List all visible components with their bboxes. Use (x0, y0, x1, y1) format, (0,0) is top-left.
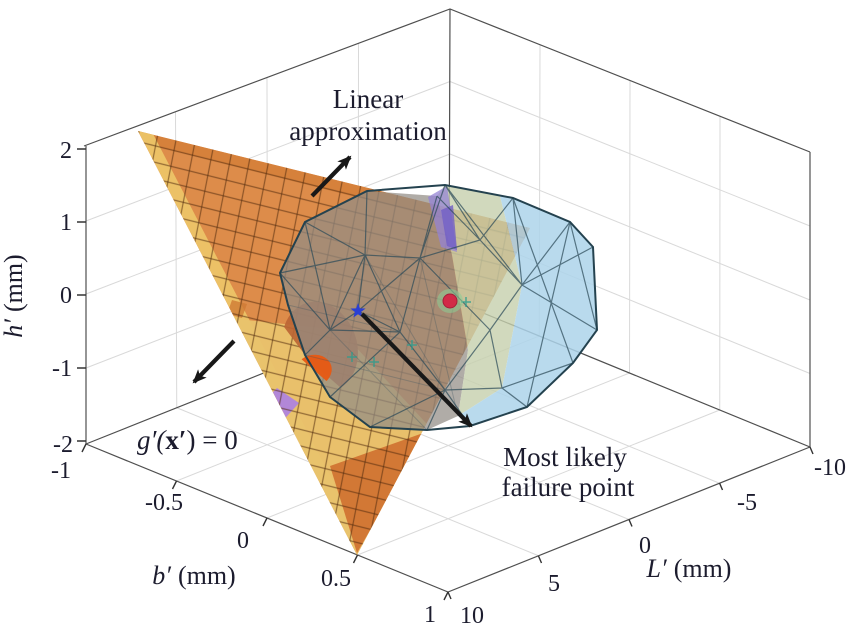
l-axis-label: L′(mm) (646, 554, 732, 583)
linear-approximation-label-line1: Linear (333, 84, 403, 114)
tick-b-05: 0.5 (321, 566, 351, 592)
tick-l-m5: -5 (737, 490, 757, 516)
linear-approximation-label-line2: approximation (289, 116, 447, 146)
axis-box (77, 8, 814, 601)
failure-point-label-line2: failure point (502, 472, 635, 502)
sample-plus-marks (347, 297, 471, 367)
hull-green-face (437, 185, 522, 416)
tick-h-m1: -1 (52, 356, 72, 382)
tick-h-1: 1 (60, 210, 72, 236)
tick-marks (77, 148, 814, 601)
l-axis-ticks: 10 5 0 -5 -10 (460, 455, 846, 629)
g-equation-label: g′(x′) = 0 (137, 425, 238, 455)
tick-l-m10: -10 (814, 455, 846, 481)
tick-h-m2: -2 (53, 432, 73, 458)
linear-approximation-arrow (310, 155, 352, 198)
tick-l-0: 0 (639, 533, 651, 559)
h-axis-label: h′(mm) (0, 254, 28, 337)
b-axis-ticks: -1 -0.5 0 0.5 1 (51, 458, 436, 628)
tick-b-0: 0 (237, 528, 249, 554)
tick-l-5: 5 (548, 571, 560, 597)
b-axis-label: b′(mm) (152, 561, 235, 590)
tick-h-2: 2 (60, 138, 72, 164)
tick-h-0: 0 (60, 283, 72, 309)
tick-l-10: 10 (460, 603, 484, 629)
center-point (442, 293, 458, 309)
tick-b-1: 1 (424, 602, 436, 628)
failure-point-star (350, 303, 366, 318)
tick-b-m05: -0.5 (145, 490, 183, 516)
g-plane-arrow (192, 339, 236, 384)
failure-point-arrow (360, 312, 473, 428)
hull-wireframe (278, 183, 599, 432)
failure-point-label-line1: Most likely (503, 442, 627, 472)
annotation-arrows (192, 155, 473, 428)
h-axis-ticks: 2 1 0 -1 -2 (52, 138, 73, 458)
tick-b-m1: -1 (51, 458, 71, 484)
